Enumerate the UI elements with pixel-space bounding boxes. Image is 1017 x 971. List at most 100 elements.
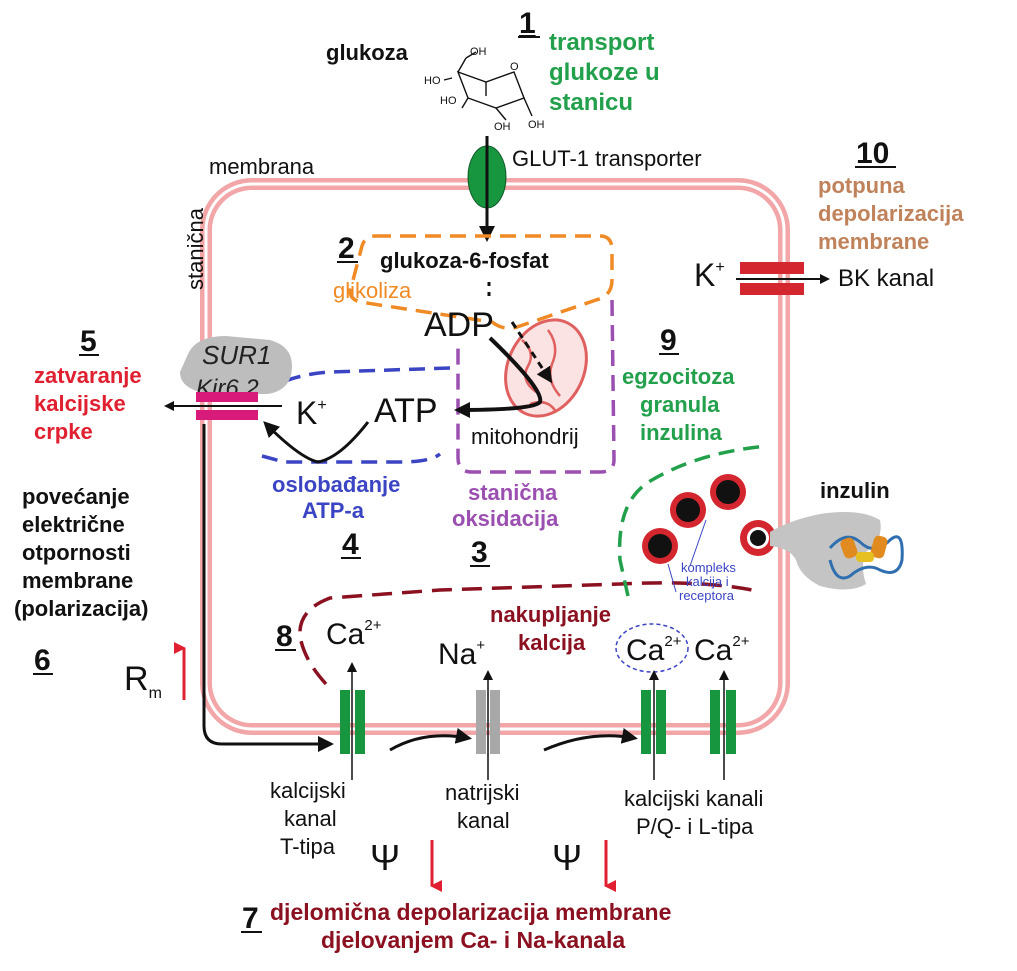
step-3-line-2: oksidacija	[452, 506, 559, 531]
ca-ion-l: Ca2+	[694, 633, 750, 667]
step-1-line-3: stanicu	[549, 89, 633, 116]
sodium-label-2: kanal	[457, 808, 510, 833]
step-6-line-2: električne	[22, 512, 125, 537]
glucose-title: glukoza	[326, 40, 409, 65]
step-6-line-1: povećanje	[22, 484, 130, 509]
t-to-na-arrow	[389, 727, 472, 752]
pq-calcium-channel-right	[656, 690, 666, 754]
pq-l-label-2: P/Q- i L-tipa	[636, 814, 754, 839]
insulin-granules	[642, 474, 776, 564]
glycolysis-boundary	[348, 234, 614, 330]
calcium-accumulation-boundary	[298, 581, 753, 686]
step-4-line-2: ATP-a	[302, 498, 365, 523]
step-1-line-2: glukoze u	[549, 59, 660, 86]
step-5-number: 5	[80, 325, 97, 358]
atp-k-ion: K+	[296, 395, 327, 431]
step-10-line-2: depolarizacija	[818, 201, 964, 226]
complex-label-1: kompleks	[681, 560, 736, 575]
step-7-number: 7	[242, 902, 259, 935]
bk-channel-label: BK kanal	[838, 265, 934, 292]
oxidation-boundary	[456, 299, 616, 474]
step-9-number: 9	[660, 324, 677, 357]
t-type-calcium-channel-right	[355, 690, 365, 754]
glut1-label: GLUT-1 transporter	[512, 146, 702, 171]
atp-label: ATP	[374, 392, 438, 430]
glucose-structure-icon	[443, 51, 533, 121]
step-6-number: 6	[34, 644, 51, 677]
glucose-oh-top: OH	[470, 46, 487, 58]
step-6-line-3: otpornosti	[22, 540, 131, 565]
ca-ion-t-type: Ca2+	[326, 617, 382, 651]
step-3-line-1: stanična	[468, 480, 558, 505]
glycolysis-label: glikoliza	[333, 278, 412, 303]
sodium-channel-right	[490, 690, 500, 754]
step-10-line-3: membrane	[818, 229, 929, 254]
step-8-line-1: nakupljanje	[490, 602, 611, 627]
glucose-oh-bottom-right: OH	[528, 119, 545, 131]
na-to-ca-arrow	[543, 727, 638, 752]
step-9-line-2: granula	[640, 392, 720, 417]
bk-k-ion: K+	[694, 257, 725, 293]
bk-channel-top-bar	[740, 262, 804, 274]
adp-label: ADP	[424, 306, 494, 344]
sodium-label-1: natrijski	[445, 780, 520, 805]
sur1-label: SUR1	[202, 340, 271, 370]
complex-pointer-2	[667, 563, 677, 593]
polarization-arrow	[202, 424, 334, 752]
step-2-number: 2	[338, 232, 355, 265]
insulin-release-plume-icon	[770, 512, 881, 590]
atp-release-boundary	[261, 366, 451, 464]
l-calcium-channel-left	[710, 690, 720, 754]
pq-calcium-channel-left	[641, 690, 651, 754]
step-10-number: 10	[856, 137, 889, 170]
step-8-number: 8	[276, 620, 293, 653]
step-7-line-2: djelovanjem Ca- i Na-kanala	[321, 927, 625, 953]
bk-channel-bottom-bar	[740, 283, 804, 295]
step-6-line-4: membrane	[22, 568, 133, 593]
t-type-label-1: kalcijski	[270, 778, 346, 803]
step-3-number: 3	[471, 536, 488, 569]
exocytosis-boundary	[617, 444, 769, 597]
complex-pointer-1	[689, 519, 707, 567]
atp-to-sur-arrow	[263, 421, 370, 464]
membrane-label-word1: membrana	[209, 154, 315, 179]
l-calcium-channel-right	[726, 690, 736, 754]
psi-symbol-right: Ψ	[552, 837, 582, 878]
mitochondrion-icon	[504, 318, 588, 418]
membrane-label-word2: stanična	[183, 207, 208, 290]
complex-label-3: receptora	[679, 588, 735, 603]
step-1-number: 1	[519, 7, 536, 40]
ca-ion-pq: Ca2+	[626, 633, 682, 667]
step-10-line-1: potpuna	[818, 173, 906, 198]
insulin-label: inzulin	[820, 478, 890, 503]
glucose-ho-left: HO	[424, 75, 441, 87]
sur1-receptor-icon	[180, 336, 292, 394]
resistance-rm-label: Rm	[124, 660, 162, 702]
step-5-line-3: crpke	[34, 419, 93, 444]
pq-l-label-1: kalcijski kanali	[624, 786, 763, 811]
calcium-receptor-complex-outline	[615, 623, 689, 673]
t-type-calcium-channel-left	[340, 690, 350, 754]
glucose-ho-mid: HO	[440, 95, 457, 107]
step-4-line-1: oslobađanje	[272, 472, 400, 497]
t-type-label-3: T-tipa	[280, 834, 336, 859]
t-type-label-2: kanal	[284, 806, 337, 831]
glucose-ring-o: O	[510, 61, 519, 73]
step-8-line-2: kalcija	[518, 630, 586, 655]
complex-label-2: kalcija i	[686, 574, 729, 589]
step-1-line-1: transport	[549, 29, 654, 56]
step-5-line-2: kalcijske	[34, 391, 126, 416]
insulin-molecule-icon	[828, 535, 904, 580]
step-6-line-5: (polarizacija)	[14, 596, 148, 621]
glucose-oh-bottom-left: OH	[494, 121, 511, 133]
step-4-number: 4	[342, 528, 359, 561]
kir62-channel-bottom	[196, 410, 258, 420]
sodium-channel-left	[476, 690, 486, 754]
kir62-channel-top	[196, 392, 258, 402]
step-9-line-1: egzocitoza	[622, 364, 735, 389]
psi-symbol-left: Ψ	[370, 837, 400, 878]
step-9-line-3: inzulina	[640, 420, 723, 445]
mitochondrion-label: mitohondrij	[471, 424, 579, 449]
